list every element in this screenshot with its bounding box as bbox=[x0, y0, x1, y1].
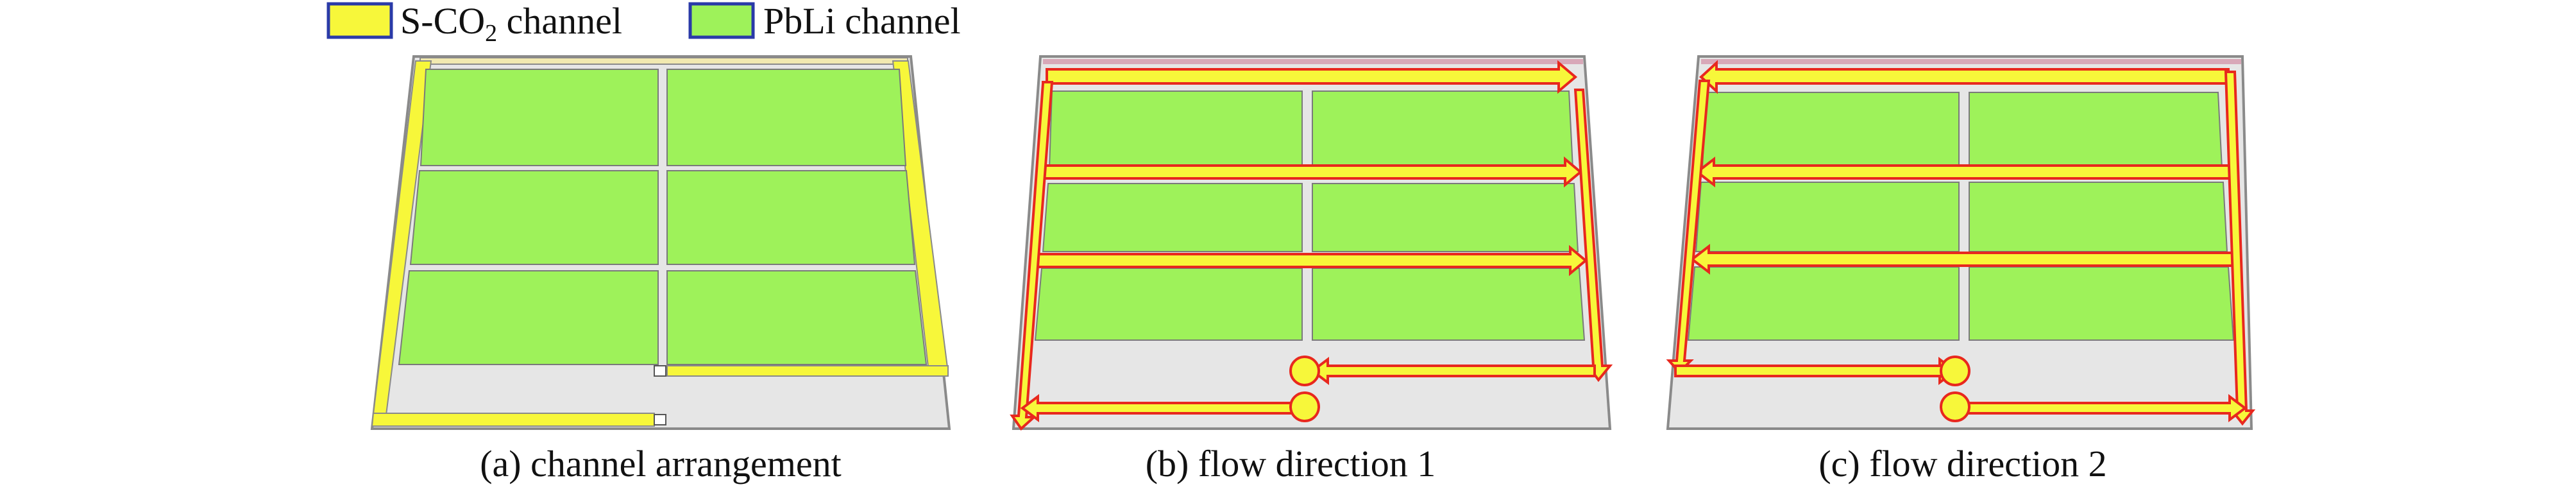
panel-b-pbli-cell bbox=[1034, 268, 1303, 341]
legend: S-CO2 channel PbLi channel bbox=[326, 0, 961, 47]
panel-a-sco2-bottom-left-channel bbox=[371, 413, 655, 427]
panel-a-caption: (a) channel arrangement bbox=[480, 443, 842, 485]
panel-c-caption: (c) flow direction 2 bbox=[1818, 443, 2106, 485]
panel-b-arrow-row2-right bbox=[1035, 244, 1588, 277]
panel-c-header-bar bbox=[1701, 59, 2241, 64]
panel-b-caption: (b) flow direction 1 bbox=[1146, 443, 1436, 485]
panel-b-arrow-bottom-left-outlet bbox=[1020, 394, 1293, 422]
panel-c-pbli-cell bbox=[1695, 182, 1960, 252]
panel-c-inlet-port bbox=[1940, 356, 1970, 386]
panel-b-header-bar bbox=[1043, 59, 1583, 64]
panel-b-pbli-cell bbox=[1312, 183, 1579, 252]
panel-c-pbli-cell bbox=[1969, 182, 2228, 252]
legend-item-pbli: PbLi channel bbox=[688, 0, 961, 42]
panel-c-arrow-row1-left bbox=[1695, 156, 2235, 188]
panel-a-pbli-cell bbox=[666, 170, 916, 265]
panel-b-flow-arrows bbox=[1010, 60, 1613, 431]
panel-a-port-lower bbox=[654, 414, 666, 425]
panel-b-pbli-cell bbox=[1312, 90, 1574, 169]
legend-label-sco2: S-CO2 channel bbox=[400, 0, 622, 47]
legend-swatch-sco2 bbox=[326, 2, 393, 39]
panel-b-arrow-row1-right bbox=[1040, 156, 1583, 188]
panel-c-pbli-cell bbox=[1687, 266, 1960, 341]
panel-c-pbli-cell bbox=[1969, 266, 2235, 341]
legend-swatch-pbli bbox=[688, 2, 755, 39]
panel-b-arrow-top-right bbox=[1046, 60, 1578, 94]
panel-b-flow-direction-1: (b) flow direction 1 bbox=[1010, 55, 1613, 485]
panel-c-arrow-bottom-outlet bbox=[1965, 394, 2248, 422]
panel-c-pbli-cell bbox=[1701, 92, 1960, 169]
panel-a-port-upper bbox=[654, 365, 666, 377]
panel-a-sco2-bottom-right-channel bbox=[666, 365, 949, 377]
panel-c-pbli-cell bbox=[1969, 92, 2223, 169]
panel-b-pbli-cell bbox=[1048, 90, 1303, 169]
panel-b-arrow-bottom-left-inlet bbox=[1310, 357, 1596, 385]
panel-b-arrow-left-down bbox=[1010, 81, 1054, 431]
panel-a-pbli-cell bbox=[409, 170, 659, 265]
panel-c-pbli-grid bbox=[1687, 92, 2235, 341]
panel-b-pbli-cell bbox=[1312, 268, 1586, 341]
panel-c-flow-arrows bbox=[1666, 60, 2256, 426]
panel-b-outlet-port bbox=[1289, 391, 1320, 422]
panel-a-channel-arrangement: (a) channel arrangement bbox=[370, 55, 951, 485]
legend-item-sco2: S-CO2 channel bbox=[326, 0, 622, 47]
panel-a-pbli-cell bbox=[666, 270, 928, 365]
legend-label-pbli: PbLi channel bbox=[763, 0, 961, 42]
panel-a-pbli-grid bbox=[398, 69, 928, 365]
panel-a-top-strip bbox=[419, 57, 908, 65]
panel-a-pbli-cell bbox=[398, 270, 659, 365]
panel-a-pbli-cell bbox=[419, 69, 659, 166]
panel-c-flow-direction-2: (c) flow direction 2 bbox=[1666, 55, 2256, 485]
panel-b-pbli-cell bbox=[1042, 183, 1303, 252]
panel-b-pbli-grid bbox=[1034, 90, 1586, 341]
panel-c-arrow-row2-left bbox=[1690, 243, 2240, 275]
panel-a-pbli-cell bbox=[666, 69, 907, 166]
panel-c-outlet-port bbox=[1940, 391, 1970, 422]
panel-b-inlet-port bbox=[1289, 356, 1320, 386]
